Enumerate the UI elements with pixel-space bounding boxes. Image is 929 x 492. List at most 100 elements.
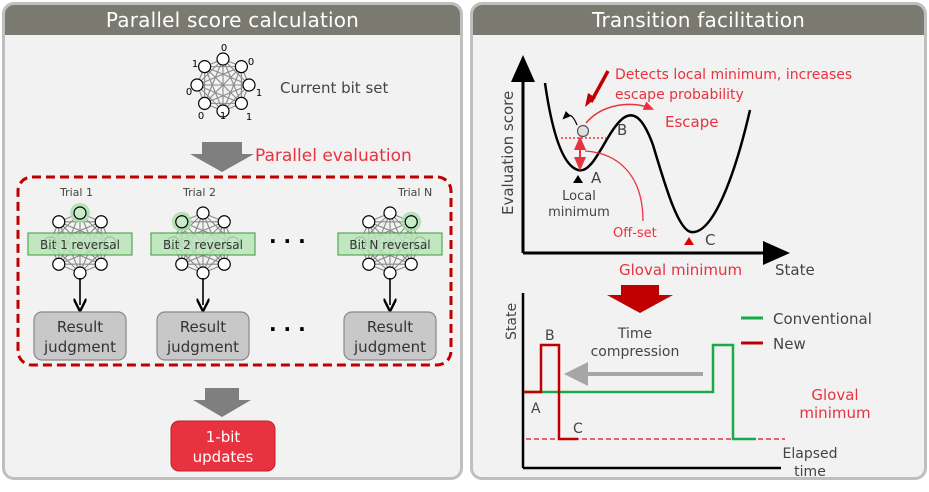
point-a-label: A: [531, 401, 541, 417]
escape-label: Escape: [665, 113, 718, 131]
trial-ellipsis: · · ·: [269, 229, 306, 253]
fall-back-arrow: [562, 111, 578, 126]
transition-diagram: Evaluation score State Detects local min…: [499, 55, 872, 480]
trial-label: Trial 2: [182, 186, 216, 199]
result-label: Result: [180, 318, 226, 336]
bit-reversal-label: Bit N reversal: [349, 238, 430, 252]
global-min-label: Gloval minimum: [619, 261, 742, 279]
bit-node: [383, 206, 397, 220]
bit-node: [217, 257, 231, 271]
result-judgment-box: [156, 311, 250, 361]
bit-value-label: 1: [256, 88, 262, 99]
bit-node: [217, 215, 231, 229]
bit-node: [52, 215, 66, 229]
bit-node: [196, 206, 210, 220]
current-bit-set-label: Current bit set: [280, 79, 388, 97]
trial-label: Trial N: [397, 186, 432, 199]
transition-facilitation-panel: Transition facilitation Evaluation score…: [470, 2, 927, 480]
point-c-label: C: [705, 231, 715, 249]
time-compression-2: compression: [591, 344, 680, 360]
detect-arrowhead: [585, 93, 596, 107]
down-arrow-icon: [607, 285, 673, 313]
down-arrow-icon: [193, 388, 251, 417]
offset-label: Off-set: [613, 226, 657, 241]
point-b-label: B: [617, 121, 627, 139]
annotation-line-1: Detects local minimum, increases: [615, 67, 852, 83]
bit-node: [404, 215, 418, 229]
bit-node: [198, 60, 212, 74]
parallel-evaluation-box: [16, 175, 453, 367]
bit-node: [362, 215, 376, 229]
bit-value-label: 0: [248, 57, 254, 68]
result-label: Result: [367, 318, 413, 336]
bit-node: [362, 257, 376, 271]
point-b-label: B: [545, 328, 555, 344]
bit-node: [94, 257, 108, 271]
evaluation-curve: [543, 82, 752, 234]
new-trace: [524, 343, 578, 441]
bit-value-label: 0: [186, 87, 192, 98]
bit-node: [190, 78, 204, 92]
bit-node: [383, 266, 397, 280]
bit-node: [175, 215, 189, 229]
bit-node: [234, 96, 248, 110]
annotation-line-2: escape probability: [615, 87, 744, 103]
network-edge: [204, 66, 242, 104]
bit-reversal-label: Bit 1 reversal: [40, 238, 120, 252]
bit-node: [242, 78, 256, 92]
x-axis-label: State: [775, 261, 815, 279]
down-arrow-icon: [190, 142, 254, 172]
network-edge: [204, 66, 250, 86]
bit-node: [234, 60, 248, 74]
bit-value-label: 1: [192, 59, 198, 70]
bit-value-label: 1: [246, 112, 252, 123]
local-min-label-1: Local: [562, 189, 596, 204]
global-min-label-2: minimum: [799, 404, 870, 422]
escape-arrow: [585, 101, 655, 124]
panel-title: Parallel score calculation: [5, 5, 460, 35]
y-axis-label: Evaluation score: [499, 91, 517, 215]
result-judgment-box: [33, 311, 127, 361]
local-min-label-2: minimum: [548, 205, 610, 220]
offset-callout-line: [584, 150, 644, 222]
local-min-marker-icon: [573, 175, 583, 183]
conventional-trace: [524, 343, 756, 441]
point-a-label: A: [591, 169, 602, 187]
bit-node: [216, 52, 230, 66]
bit-reversal-box: [337, 232, 443, 256]
elapsed-label-2: time: [794, 464, 826, 480]
result-judgment-box: [343, 311, 437, 361]
state-axis-label: State: [504, 303, 520, 340]
state-ball: [576, 124, 590, 138]
bit-reversal-label: Bit 2 reversal: [163, 238, 243, 252]
global-min-label-1: Gloval: [811, 386, 858, 404]
update-line-1: 1-bit: [206, 428, 241, 446]
legend-new: New: [773, 335, 806, 353]
bit-node: [216, 104, 230, 118]
time-compression-1: Time: [617, 326, 652, 342]
judgment-label: judgment: [353, 338, 426, 356]
bit-value-label: 0: [221, 43, 227, 54]
legend-conventional: Conventional: [773, 310, 872, 328]
bit-node: [94, 215, 108, 229]
global-min-marker-icon: [684, 237, 694, 245]
bit-node: [52, 257, 66, 271]
trial-label: Trial 1: [59, 186, 93, 199]
bit-node: [196, 266, 210, 280]
bit-node: [198, 96, 212, 110]
elapsed-label-1: Elapsed: [783, 446, 838, 462]
parallel-evaluation-label: Parallel evaluation: [255, 146, 412, 166]
point-c-label: C: [573, 421, 583, 437]
bit-node: [73, 266, 87, 280]
judgment-label: judgment: [43, 338, 116, 356]
bit-node: [404, 257, 418, 271]
network-edge: [204, 66, 224, 112]
result-label: Result: [57, 318, 103, 336]
update-line-2: updates: [193, 448, 254, 466]
